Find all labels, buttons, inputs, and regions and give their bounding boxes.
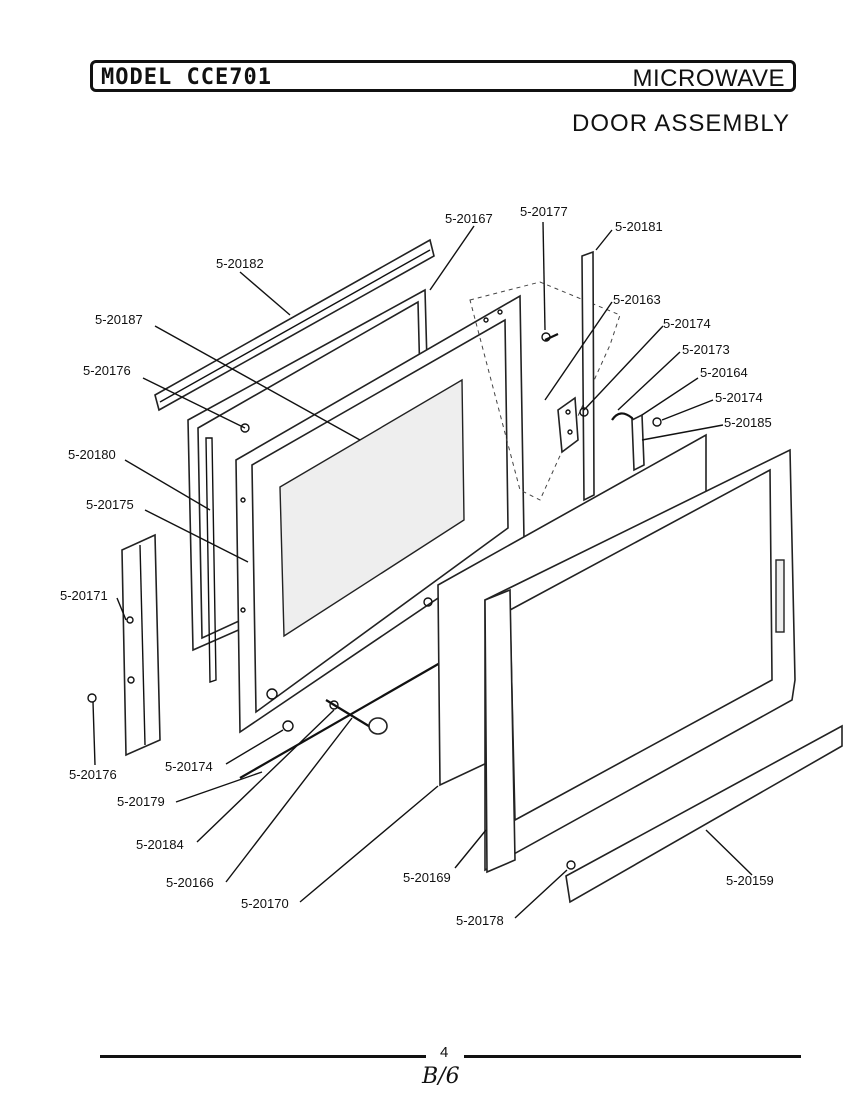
door-gasket [205,437,217,683]
callout-label: 5-20181 [615,219,663,234]
inner-door-panel [235,294,525,734]
hinge-pin [87,423,250,703]
callout-label: 5-20176 [69,767,117,782]
latch-hook [579,407,662,472]
callout-label: 5-20178 [456,913,504,928]
callout-label: 5-20166 [166,875,214,890]
callout-label: 5-20171 [60,588,108,603]
callout-label: 5-20176 [83,363,131,378]
callout-label: 5-20182 [216,256,264,271]
callout-label: 5-20174 [663,316,711,331]
shaft-assembly [282,699,388,735]
callout-label: 5-20173 [682,342,730,357]
latch-rod [581,250,595,502]
callout-label: 5-20167 [445,211,493,226]
callout-label: 5-20185 [724,415,772,430]
callout-label: 5-20174 [715,390,763,405]
leader-lines [92,221,753,919]
callout-label: 5-20179 [117,794,165,809]
callout-labels: 5-20167 5-20177 5-20181 5-20182 5-20163 … [60,204,774,928]
page-number: 4 [440,1044,449,1061]
callout-label: 5-20169 [403,870,451,885]
callout-label: 5-20164 [700,365,748,380]
interlock-outline [469,281,621,501]
callout-label: 5-20184 [136,837,184,852]
footer-rule-right [464,1055,801,1058]
product-label: MICROWAVE [632,65,785,92]
callout-label: 5-20170 [241,896,289,911]
screw-bottom [566,860,576,870]
callout-label: 5-20187 [95,312,143,327]
callout-label: 5-20180 [68,447,116,462]
footer-rule-left [100,1055,426,1058]
bottom-trim [565,724,843,904]
top-trim-strip [154,238,435,412]
screw [541,332,559,342]
page-mark: B/6 [422,1064,460,1089]
hinge-rod [239,662,441,779]
callout-label: 5-20175 [86,497,134,512]
section-title: DOOR ASSEMBLY [572,110,790,137]
door-hinge [121,533,161,757]
outer-door-frame [484,448,796,874]
interlock-bracket [557,396,579,454]
header-box: MODEL CCE701 MICROWAVE [90,60,796,92]
callout-label: 5-20159 [726,873,774,888]
model-label: MODEL CCE701 [101,65,272,90]
callout-label: 5-20163 [613,292,661,307]
callout-label: 5-20174 [165,759,213,774]
callout-label: 5-20177 [520,204,568,219]
